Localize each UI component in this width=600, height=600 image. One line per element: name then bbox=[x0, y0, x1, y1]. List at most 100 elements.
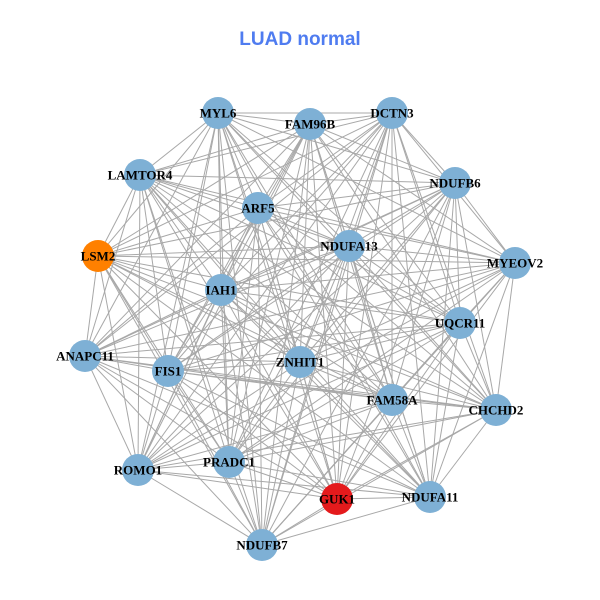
edge-IAH1-NDUFA11 bbox=[220, 289, 431, 498]
edge-UQCR11-ROMO1 bbox=[137, 322, 461, 471]
node-label: IAH1 bbox=[205, 283, 236, 298]
node-label: NDUFB7 bbox=[236, 538, 288, 553]
edge-ARF5-UQCR11 bbox=[257, 207, 461, 324]
edge-LSM2-NDUFA11 bbox=[97, 255, 431, 498]
edge-NDUFB6-ROMO1 bbox=[137, 182, 456, 471]
node-label: PRADC1 bbox=[203, 455, 255, 470]
node-ARF5[interactable]: ARF5 bbox=[241, 192, 275, 224]
node-label: ZNHIT1 bbox=[276, 355, 324, 370]
node-circle[interactable] bbox=[480, 394, 512, 426]
edge-NDUFB6-ARF5 bbox=[257, 182, 456, 209]
node-circle[interactable] bbox=[152, 355, 184, 387]
node-circle[interactable] bbox=[376, 97, 408, 129]
node-CHCHD2[interactable]: CHCHD2 bbox=[469, 394, 524, 426]
node-UQCR11[interactable]: UQCR11 bbox=[435, 307, 486, 339]
edge-IAH1-FIS1 bbox=[167, 289, 222, 372]
edge-UQCR11-PRADC1 bbox=[228, 322, 461, 463]
edge-LAMTOR4-ANAPC11 bbox=[84, 174, 141, 357]
edge-FAM96B-UQCR11 bbox=[309, 123, 461, 324]
edge-FIS1-CHCHD2 bbox=[167, 370, 497, 411]
edge-MYL6-LSM2 bbox=[97, 112, 219, 257]
node-NDUFB6[interactable]: NDUFB6 bbox=[429, 167, 481, 199]
edge-MYL6-LAMTOR4 bbox=[139, 112, 219, 176]
node-circle[interactable] bbox=[321, 483, 353, 515]
node-PRADC1[interactable]: PRADC1 bbox=[203, 446, 255, 478]
edge-NDUFA13-NDUFB7 bbox=[261, 245, 350, 546]
node-label: UQCR11 bbox=[435, 316, 486, 331]
node-circle[interactable] bbox=[333, 230, 365, 262]
node-label: ROMO1 bbox=[114, 463, 162, 478]
node-NDUFB7[interactable]: NDUFB7 bbox=[236, 529, 288, 561]
edge-LAMTOR4-NDUFB7 bbox=[139, 174, 263, 546]
node-ROMO1[interactable]: ROMO1 bbox=[114, 454, 162, 486]
node-label: DCTN3 bbox=[370, 106, 414, 121]
node-circle[interactable] bbox=[294, 108, 326, 140]
node-FIS1[interactable]: FIS1 bbox=[152, 355, 184, 387]
node-label: MYEOV2 bbox=[487, 256, 543, 271]
edge-LAMTOR4-NDUFB6 bbox=[139, 174, 456, 184]
node-ZNHIT1[interactable]: ZNHIT1 bbox=[276, 346, 324, 378]
edge-CHCHD2-PRADC1 bbox=[228, 409, 497, 463]
node-FAM58A[interactable]: FAM58A bbox=[366, 384, 418, 416]
edge-LSM2-ZNHIT1 bbox=[97, 255, 301, 363]
node-ANAPC11[interactable]: ANAPC11 bbox=[56, 340, 114, 372]
node-FAM96B[interactable]: FAM96B bbox=[285, 108, 336, 140]
edge-FIS1-NDUFA11 bbox=[167, 370, 431, 498]
edge-ARF5-MYEOV2 bbox=[257, 207, 516, 264]
edge-MYEOV2-ANAPC11 bbox=[84, 262, 516, 357]
edge-LSM2-MYEOV2 bbox=[97, 255, 516, 264]
node-circle[interactable] bbox=[414, 481, 446, 513]
edge-PRADC1-GUK1 bbox=[228, 461, 338, 500]
edge-NDUFB6-NDUFA13 bbox=[348, 182, 456, 247]
node-label: ANAPC11 bbox=[56, 349, 114, 364]
node-circle[interactable] bbox=[444, 307, 476, 339]
node-circle[interactable] bbox=[376, 384, 408, 416]
edge-NDUFB6-MYEOV2 bbox=[454, 182, 516, 264]
edge-LSM2-ANAPC11 bbox=[84, 255, 99, 357]
node-NDUFA13[interactable]: NDUFA13 bbox=[320, 230, 378, 262]
node-circle[interactable] bbox=[242, 192, 274, 224]
node-LSM2[interactable]: LSM2 bbox=[81, 240, 116, 272]
node-label: FIS1 bbox=[155, 364, 182, 379]
node-circle[interactable] bbox=[202, 97, 234, 129]
node-circle[interactable] bbox=[124, 159, 156, 191]
edge-NDUFA13-FIS1 bbox=[167, 245, 350, 372]
edge-NDUFB6-GUK1 bbox=[336, 182, 456, 500]
edge-FIS1-PRADC1 bbox=[167, 370, 230, 463]
node-LAMTOR4[interactable]: LAMTOR4 bbox=[108, 159, 173, 191]
edge-NDUFB6-UQCR11 bbox=[454, 182, 461, 324]
edge-ZNHIT1-PRADC1 bbox=[228, 361, 301, 463]
edge-FAM58A-CHCHD2 bbox=[391, 399, 497, 411]
edge-IAH1-ZNHIT1 bbox=[220, 289, 301, 363]
node-NDUFA11[interactable]: NDUFA11 bbox=[402, 481, 459, 513]
node-circle[interactable] bbox=[284, 346, 316, 378]
edge-FAM58A-ROMO1 bbox=[137, 399, 393, 471]
node-circle[interactable] bbox=[205, 274, 237, 306]
node-circle[interactable] bbox=[499, 247, 531, 279]
node-circle[interactable] bbox=[69, 340, 101, 372]
edge-ROMO1-NDUFA11 bbox=[137, 469, 431, 498]
node-circle[interactable] bbox=[122, 454, 154, 486]
edge-DCTN3-NDUFA11 bbox=[391, 112, 431, 498]
edge-UQCR11-ANAPC11 bbox=[84, 322, 461, 357]
edge-MYL6-UQCR11 bbox=[217, 112, 461, 324]
edge-LAMTOR4-MYEOV2 bbox=[139, 174, 516, 264]
node-MYL6[interactable]: MYL6 bbox=[200, 97, 237, 129]
edge-ANAPC11-NDUFB7 bbox=[84, 355, 263, 546]
node-circle[interactable] bbox=[82, 240, 114, 272]
node-label: LAMTOR4 bbox=[108, 168, 173, 183]
node-circle[interactable] bbox=[246, 529, 278, 561]
node-circle[interactable] bbox=[439, 167, 471, 199]
edge-LAMTOR4-ARF5 bbox=[139, 174, 259, 209]
node-MYEOV2[interactable]: MYEOV2 bbox=[487, 247, 543, 279]
edge-ANAPC11-FAM58A bbox=[84, 355, 393, 401]
node-DCTN3[interactable]: DCTN3 bbox=[370, 97, 414, 129]
node-circle[interactable] bbox=[213, 446, 245, 478]
node-IAH1[interactable]: IAH1 bbox=[205, 274, 237, 306]
edge-DCTN3-FIS1 bbox=[167, 112, 393, 372]
edge-NDUFB6-FIS1 bbox=[167, 182, 456, 372]
node-GUK1[interactable]: GUK1 bbox=[319, 483, 355, 515]
edge-NDUFB6-CHCHD2 bbox=[454, 182, 497, 411]
